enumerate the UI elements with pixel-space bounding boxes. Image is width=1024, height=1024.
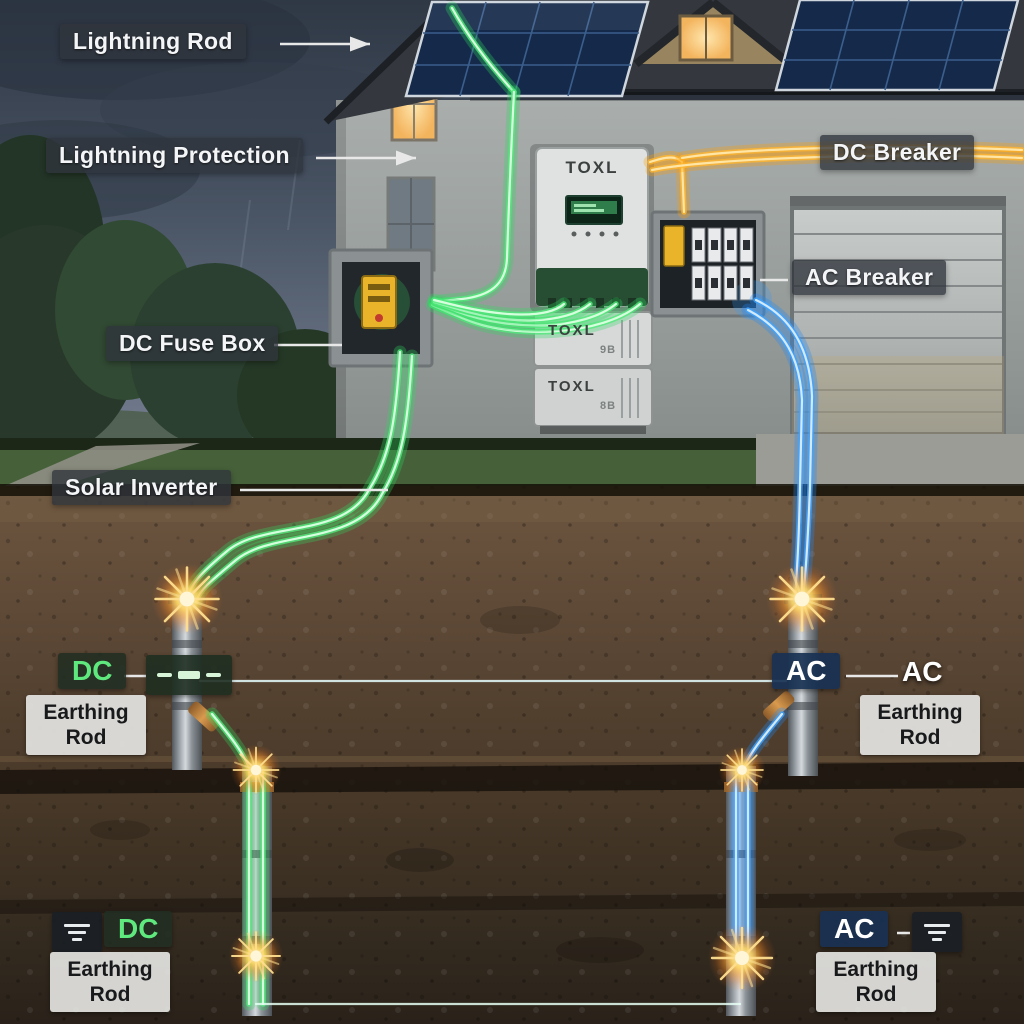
ground-symbol-icon [52,912,102,952]
callout-dc-breaker: DC Breaker [820,135,975,170]
solar-panel-array-left [404,0,650,98]
label-ac-earthing-rod-upper: Earthing Rod [860,695,980,756]
badge-ac-bottom: AC [820,911,889,947]
rod-word: Rod [899,726,941,750]
callout-solar-inverter: Solar Inverter [52,470,231,505]
rod-word: Rod [65,726,107,750]
copper-clamp [763,691,795,722]
fuse-element-icon [178,671,200,679]
dc-fuse-box-unit [328,248,434,368]
earthing-word: Earthing [877,701,963,724]
ac-breaker-panel [650,210,772,320]
dormer-gable [633,0,793,68]
battery1-brand: TOXL [548,322,596,339]
callout-ac-breaker: AC Breaker [792,260,947,295]
solar-panel-array-right [774,0,1020,92]
battery-unit-2 [533,367,653,427]
rod-word: Rod [89,983,131,1007]
earthing-word: Earthing [43,701,129,724]
rod-word: Rod [855,983,897,1007]
garden-path [0,443,200,488]
copper-clamp [188,701,220,732]
battery2-brand: TOXL [548,378,596,395]
label-ac-plain: AC [902,656,943,687]
ground-symbol-icon [912,912,962,952]
label-dc-earthing-rod-lower: Earthing Rod [50,952,170,1013]
solar-inverter-unit [530,144,654,312]
label-dc-earthing-rod-upper: Earthing Rod [26,695,146,756]
fuse-dash-icon [206,673,221,677]
badge-dc-mid: DC [58,653,127,689]
battery2-code: 8B [600,400,617,412]
badge-ac-mid: AC [772,653,841,689]
inverter-brand: TOXL [565,158,619,177]
label-ac-earthing-rod-lower: Earthing Rod [816,952,936,1013]
callout-lightning-protection: Lightning Protection [46,138,303,173]
earthing-word: Earthing [833,958,919,981]
fuse-symbol-icon [146,655,232,695]
earthing-word: Earthing [67,958,153,981]
battery1-code: 9B [600,344,617,356]
garage-door [790,206,1006,436]
callout-lightning-rod: Lightning Rod [60,24,246,59]
fuse-dash-icon [157,673,172,677]
badge-dc-bottom: DC [104,911,173,947]
callout-dc-fuse-box: DC Fuse Box [106,326,279,361]
leader-lines [124,36,910,935]
